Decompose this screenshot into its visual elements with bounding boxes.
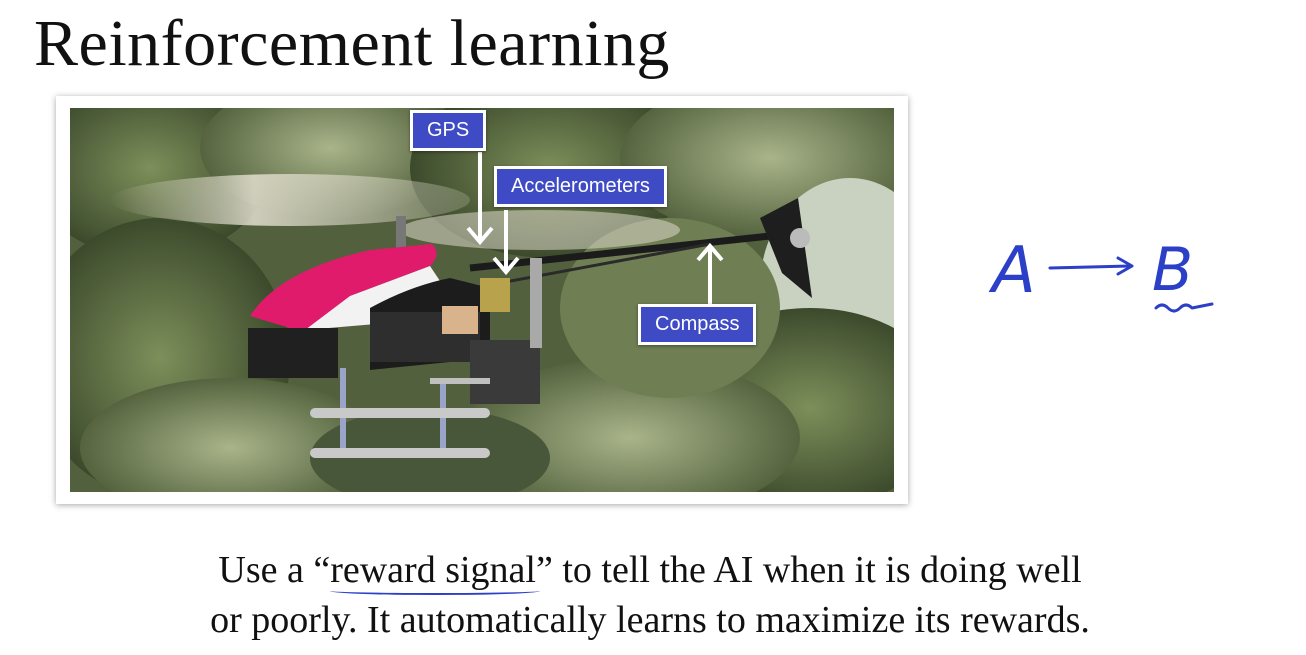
helicopter-photo: GPS Accelerometers Compass <box>70 108 894 492</box>
caption-pre: Use a “ <box>218 549 331 591</box>
helicopter-photo-frame: GPS Accelerometers Compass <box>56 96 908 504</box>
gps-label: GPS <box>410 110 487 151</box>
slide-caption: Use a “reward signal” to tell the AI whe… <box>60 545 1240 645</box>
annotation-from: A <box>988 234 1036 308</box>
compass-label: Compass <box>638 304 757 345</box>
caption-post: ” to tell the AI when it is doing well <box>535 549 1082 591</box>
handwritten-annotation: A B <box>980 220 1230 324</box>
accelerometers-label: Accelerometers <box>494 166 667 207</box>
sensor-arrows <box>466 152 724 304</box>
caption-line-2: or poorly. It automatically learns to ma… <box>210 599 1090 641</box>
caption-line-1: Use a “reward signal” to tell the AI whe… <box>60 545 1240 595</box>
annotation-to: B <box>1152 235 1193 305</box>
a-to-b-sketch: A B <box>988 234 1214 313</box>
slide-title: Reinforcement learning <box>34 7 670 80</box>
reward-signal-highlight: reward signal <box>330 549 536 591</box>
